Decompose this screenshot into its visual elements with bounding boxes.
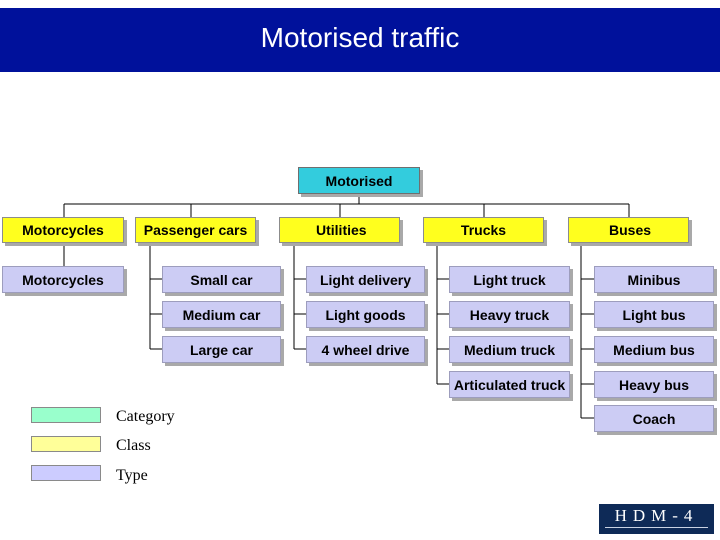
class-box-passenger-cars: Passenger cars — [135, 217, 256, 243]
class-box-trucks: Trucks — [423, 217, 544, 243]
legend-label-category: Category — [116, 408, 175, 425]
type-box-medium-bus: Medium bus — [594, 336, 714, 363]
type-box-coach: Coach — [594, 405, 714, 432]
logo-subtitle-rule — [605, 527, 708, 530]
type-box-light-delivery: Light delivery — [306, 266, 425, 293]
category-box-motorised: Motorised — [298, 167, 420, 194]
legend-swatch-type — [31, 465, 101, 481]
type-box-light-goods: Light goods — [306, 301, 425, 328]
type-box-small-car: Small car — [162, 266, 281, 293]
type-box-light-truck: Light truck — [449, 266, 570, 293]
type-box-4-wheel-drive: 4 wheel drive — [306, 336, 425, 363]
type-box-medium-car: Medium car — [162, 301, 281, 328]
type-box-heavy-truck: Heavy truck — [449, 301, 570, 328]
class-box-motorcycles: Motorcycles — [2, 217, 124, 243]
logo-text: HDM-4 — [614, 506, 699, 525]
legend-swatch-category — [31, 407, 101, 423]
type-box-motorcycles: Motorcycles — [2, 266, 124, 293]
type-box-articulated-truck: Articulated truck — [449, 371, 570, 398]
class-box-buses: Buses — [568, 217, 689, 243]
type-box-minibus: Minibus — [594, 266, 714, 293]
type-box-large-car: Large car — [162, 336, 281, 363]
type-box-light-bus: Light bus — [594, 301, 714, 328]
type-box-heavy-bus: Heavy bus — [594, 371, 714, 398]
title-bar: Motorised traffic — [0, 8, 720, 72]
legend-label-type: Type — [116, 467, 148, 484]
type-box-medium-truck: Medium truck — [449, 336, 570, 363]
page-title: Motorised traffic — [260, 22, 460, 53]
legend-label-class: Class — [116, 437, 151, 454]
class-box-utilities: Utilities — [279, 217, 400, 243]
hdm4-logo: HDM-4 — [599, 504, 714, 534]
legend-swatch-class — [31, 436, 101, 452]
